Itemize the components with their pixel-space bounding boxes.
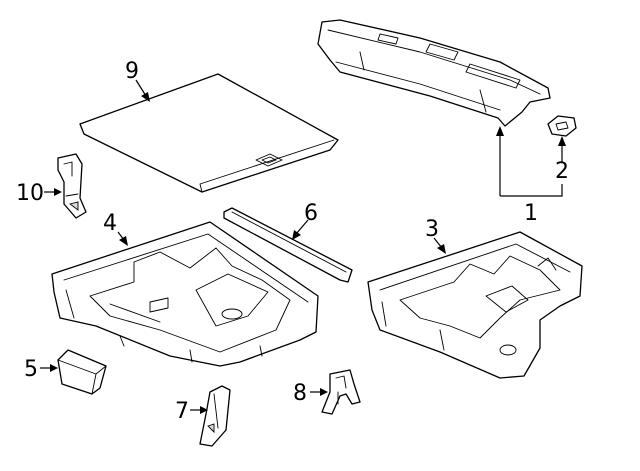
callout-7: 7 bbox=[175, 399, 189, 424]
callout-8: 8 bbox=[293, 381, 307, 406]
callout-1: 1 bbox=[524, 201, 538, 226]
part-3-rear-tray bbox=[367, 231, 583, 379]
part-5-block bbox=[57, 349, 107, 395]
part-4-storage-tray bbox=[51, 221, 319, 367]
callout-10: 10 bbox=[16, 181, 44, 206]
part-9-load-floor bbox=[79, 73, 339, 193]
part-2-clip bbox=[547, 115, 577, 137]
callout-4: 4 bbox=[103, 211, 117, 236]
callout-9: 9 bbox=[125, 59, 139, 84]
part-7-support bbox=[199, 385, 231, 447]
part-6-strip bbox=[223, 207, 353, 283]
callout-6: 6 bbox=[304, 201, 318, 226]
callout-5: 5 bbox=[24, 357, 38, 382]
leader-lines bbox=[40, 79, 566, 414]
part-8-stand bbox=[321, 369, 361, 415]
part-1-package-shelf bbox=[317, 19, 551, 127]
part-10-bracket bbox=[57, 153, 87, 219]
callout-2: 2 bbox=[555, 159, 569, 184]
callout-3: 3 bbox=[425, 217, 439, 242]
